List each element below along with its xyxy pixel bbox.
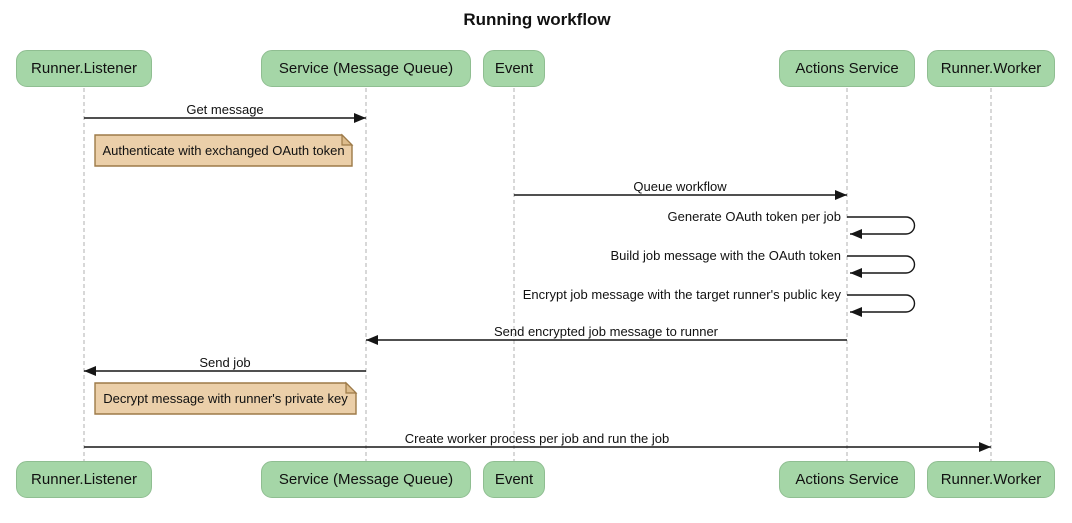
actor-top-service-message-queue: Service (Message Queue) <box>261 50 471 87</box>
actor-top-runner-listener: Runner.Listener <box>16 50 152 87</box>
message-label-generate-oauth-token: Generate OAuth token per job <box>667 209 841 224</box>
message-label-queue-workflow: Queue workflow <box>633 179 727 194</box>
note-decrypt-private-key: Decrypt message with runner's private ke… <box>103 391 348 406</box>
actor-label: Service (Message Queue) <box>278 471 454 488</box>
message-label-send-encrypted-job-message: Send encrypted job message to runner <box>493 324 719 339</box>
note-fold-decrypt <box>345 381 358 394</box>
message-label-get-message: Get message <box>186 102 264 117</box>
message-label-encrypt-job-message: Encrypt job message with the target runn… <box>522 287 841 302</box>
note-fold-authenticate <box>341 133 354 146</box>
self-arrow-generate-oauth-token <box>847 216 916 239</box>
actor-label: Runner.Listener <box>31 471 137 488</box>
note-shape-decrypt <box>94 382 357 415</box>
actor-bottom-event: Event <box>483 461 545 498</box>
actor-label: Event <box>494 471 534 488</box>
note-authenticate-oauth: Authenticate with exchanged OAuth token <box>102 143 345 158</box>
actor-label: Runner.Worker <box>940 60 1042 77</box>
actor-top-actions-service: Actions Service <box>779 50 915 87</box>
actor-bottom-runner-worker: Runner.Worker <box>927 461 1055 498</box>
actor-top-runner-worker: Runner.Worker <box>927 50 1055 87</box>
actor-label: Service (Message Queue) <box>278 60 454 77</box>
actor-label: Actions Service <box>795 471 899 488</box>
actor-label: Event <box>494 60 534 77</box>
message-label-send-job: Send job <box>199 355 251 370</box>
actor-top-event: Event <box>483 50 545 87</box>
actor-label: Runner.Worker <box>940 471 1042 488</box>
actor-label: Runner.Listener <box>31 60 137 77</box>
message-label-create-worker-process: Create worker process per job and run th… <box>404 431 670 446</box>
actor-bottom-actions-service: Actions Service <box>779 461 915 498</box>
actor-bottom-service-message-queue: Service (Message Queue) <box>261 461 471 498</box>
note-shape-authenticate <box>94 134 353 167</box>
self-arrow-encrypt-job-message <box>847 294 916 317</box>
self-arrow-build-job-message <box>847 255 916 278</box>
message-label-build-job-message: Build job message with the OAuth token <box>610 248 841 263</box>
actor-label: Actions Service <box>795 60 899 77</box>
actor-bottom-runner-listener: Runner.Listener <box>16 461 152 498</box>
diagram-title: Running workflow <box>463 10 611 29</box>
